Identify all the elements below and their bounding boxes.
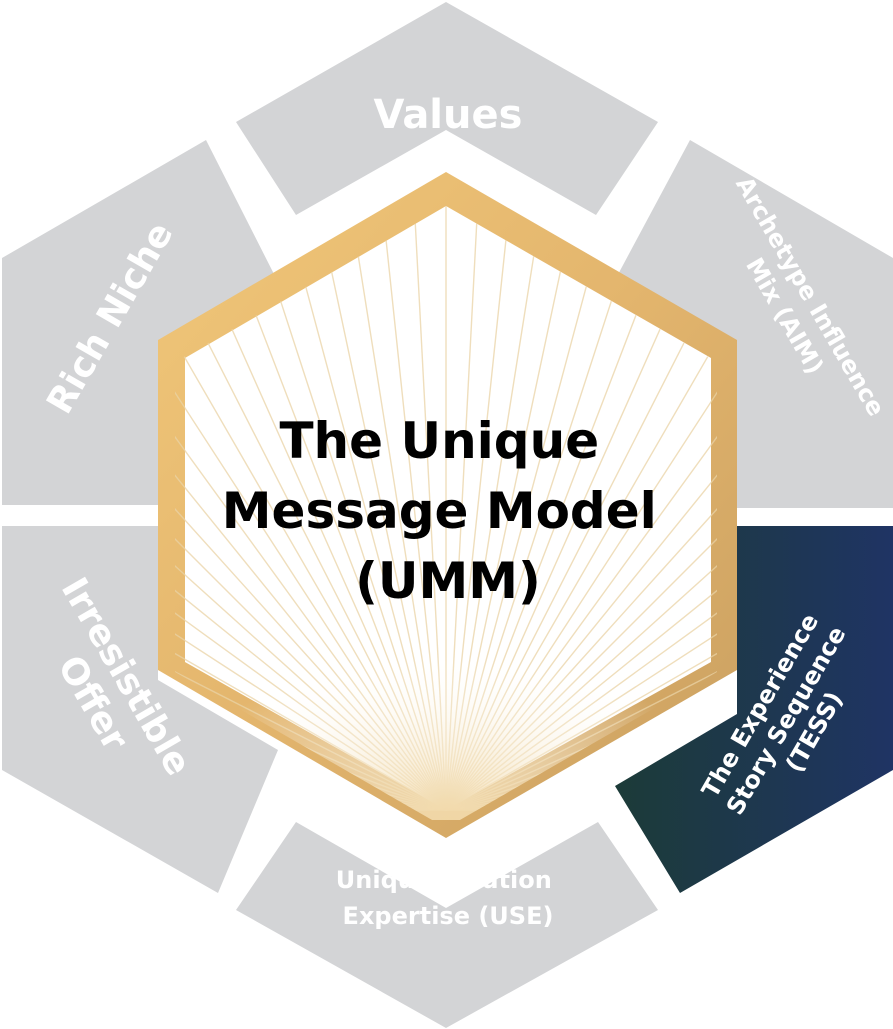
label-values: Values <box>374 92 523 138</box>
segment-values <box>236 2 658 215</box>
center-title: The Unique Message Model (UMM) <box>222 412 674 610</box>
segment-rich-niche <box>2 140 278 505</box>
segment-archetype-influence-mix <box>615 140 893 508</box>
segment-irresistible-offer <box>2 526 278 893</box>
label-use-line-1: Unique Solution <box>336 866 552 894</box>
segment-the-experience-story-sequence <box>615 526 893 893</box>
segment-unique-solution-expertise <box>236 822 658 1028</box>
center-title-line-3: (UMM) <box>355 552 541 610</box>
label-use-line-2: Expertise (USE) <box>343 902 554 930</box>
center-title-line-1: The Unique <box>279 412 599 470</box>
center-title-line-2: Message Model <box>222 482 657 540</box>
label-values-line-1: Values <box>374 92 523 138</box>
label-unique-solution-expertise: Unique Solution Expertise (USE) <box>336 866 560 930</box>
